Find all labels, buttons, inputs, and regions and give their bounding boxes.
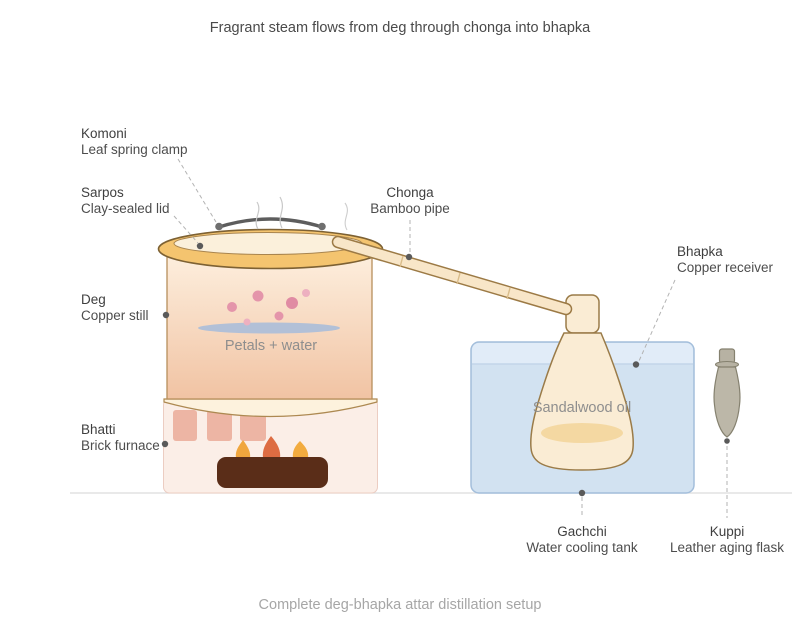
leader-line-bhapka: [638, 279, 676, 362]
flame: [235, 440, 251, 458]
bamboo-node: [456, 272, 461, 285]
leader-dot-sarpos: [196, 242, 204, 250]
brick: [173, 410, 197, 441]
petal: [302, 289, 310, 297]
bamboo-node: [506, 287, 511, 300]
brick: [240, 410, 266, 441]
leader-dot-bhapka: [632, 361, 640, 368]
clamp-end-dot: [215, 222, 223, 231]
leader-dot-deg: [162, 311, 170, 319]
flame: [292, 441, 309, 458]
bhapka-neck: [565, 294, 600, 334]
petal: [274, 311, 284, 321]
leader-dot-bhatti: [161, 440, 169, 448]
deg-bottom-shape: [163, 398, 378, 418]
kuppi-body-shape: [713, 366, 741, 438]
petal: [286, 297, 298, 309]
oil-pool: [541, 423, 623, 443]
komoni-clamp-shape: [217, 217, 324, 229]
steam-wisp: [344, 202, 348, 231]
steam-wisp: [279, 196, 284, 229]
leader-dot-gachchi: [578, 489, 586, 497]
leader-dot-chonga: [405, 253, 413, 261]
petal: [252, 290, 264, 302]
petal: [227, 302, 237, 312]
flame: [262, 436, 281, 458]
clamp-end-dot: [318, 222, 326, 231]
leader-line-komoni: [177, 158, 217, 223]
leader-dot-kuppi: [724, 438, 730, 444]
petal: [243, 318, 251, 326]
brick: [207, 410, 232, 441]
bamboo-node: [399, 255, 404, 268]
chonga-pipe-shape: [333, 237, 571, 314]
steam-wisp: [255, 201, 260, 230]
water-surface: [198, 322, 340, 334]
kuppi-cap: [718, 348, 736, 364]
fire-log: [217, 457, 328, 488]
leader-line-sarpos: [173, 215, 199, 244]
